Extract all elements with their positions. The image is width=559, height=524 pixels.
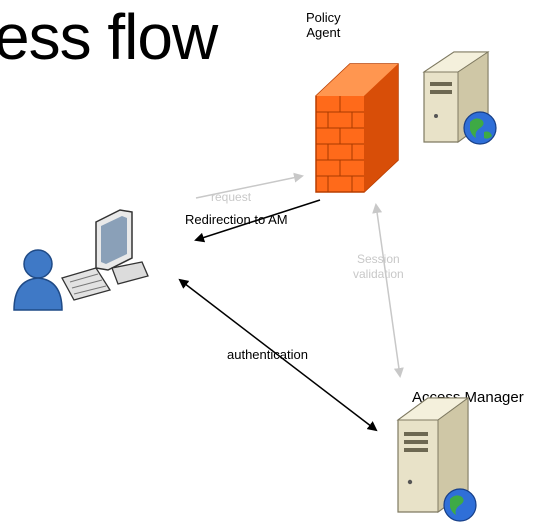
user-icon (13, 249, 63, 311)
firewall-icon (315, 63, 399, 193)
redirection-label: Redirection to AM (185, 212, 288, 227)
authentication-arrow (178, 278, 378, 432)
request-arrow (195, 172, 304, 199)
diagram-title: ess flow (0, 1, 218, 73)
session-validation-arrow (372, 203, 404, 378)
computer-icon (61, 209, 149, 301)
agent-server-icon (422, 51, 497, 145)
redirection-arrow (194, 199, 321, 243)
access-manager-server-icon (396, 397, 477, 522)
policy-agent-label: Policy Agent (306, 10, 341, 40)
